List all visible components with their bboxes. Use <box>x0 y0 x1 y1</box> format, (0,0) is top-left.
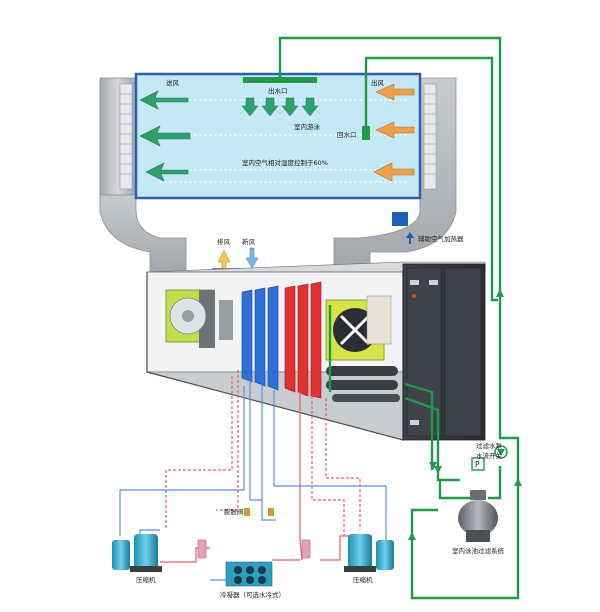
exhaust-air-arrow <box>217 249 231 271</box>
airflow-dots <box>159 99 411 183</box>
compressor-left-label: 压缩机 <box>136 575 156 584</box>
right-air-duct <box>333 77 457 273</box>
aux-heater-label: 辅助空气加热器 <box>418 234 464 243</box>
fan-blades <box>339 314 371 346</box>
fresh-air-arrow <box>245 247 259 269</box>
pipe-flow-arrows <box>408 289 522 540</box>
compressor-drums <box>326 366 400 402</box>
flow-switch-symbol: P <box>475 460 480 469</box>
left-air-duct <box>99 77 187 273</box>
right-duct-grille <box>423 83 437 190</box>
supply-air-label: 送风 <box>166 78 180 87</box>
humidity-control-label: 室内空气相对湿度控制于60% <box>242 158 328 167</box>
water-outlet-label: 出水口 <box>268 86 288 95</box>
air-handling-unit <box>146 261 486 441</box>
outlet-air-label: 出风 <box>371 78 385 87</box>
refrigerant-pipes <box>119 370 387 581</box>
compressor-left-group <box>112 534 162 572</box>
condenser-label: 冷凝器（可选水冷式） <box>220 590 285 599</box>
return-air-arrows <box>373 83 415 182</box>
filter-pump-label: 过滤水泵 <box>476 441 503 450</box>
motor <box>219 300 233 340</box>
expansion-valve-label: 膨胀阀 <box>224 507 244 516</box>
exhaust-air-label: 排风 <box>217 237 231 246</box>
left-duct-grille <box>119 83 133 190</box>
pool-water-label: 室内游泳 <box>294 122 321 131</box>
condenser-coils <box>284 281 322 399</box>
evaporator-coils <box>241 285 279 391</box>
receiver-right <box>301 539 311 559</box>
condenser-unit <box>225 561 273 587</box>
expansion-valves <box>244 508 274 516</box>
pool-filter-system-label: 室内泳池过滤系统 <box>452 546 505 555</box>
compressor-right-group <box>344 534 394 572</box>
flow-switch-label: 水流开关 <box>476 451 503 460</box>
pool-filter-tank <box>458 490 498 542</box>
return-water-label: 回水口 <box>337 130 357 139</box>
flow-switch <box>471 457 485 471</box>
filter-pump <box>494 445 508 459</box>
aux-heater-arrow <box>406 232 414 244</box>
supply-air-arrows <box>139 90 191 182</box>
water-outlet-bar <box>243 77 317 83</box>
fresh-air-label: 新风 <box>242 237 256 246</box>
return-water-port <box>362 126 370 140</box>
aux-air-heater <box>392 212 408 226</box>
receiver-left <box>197 539 207 559</box>
pool-hall <box>134 72 422 200</box>
water-outlet-arrows <box>241 97 319 117</box>
supply-fan <box>165 289 215 348</box>
compressor-right-label: 压缩机 <box>353 575 373 584</box>
